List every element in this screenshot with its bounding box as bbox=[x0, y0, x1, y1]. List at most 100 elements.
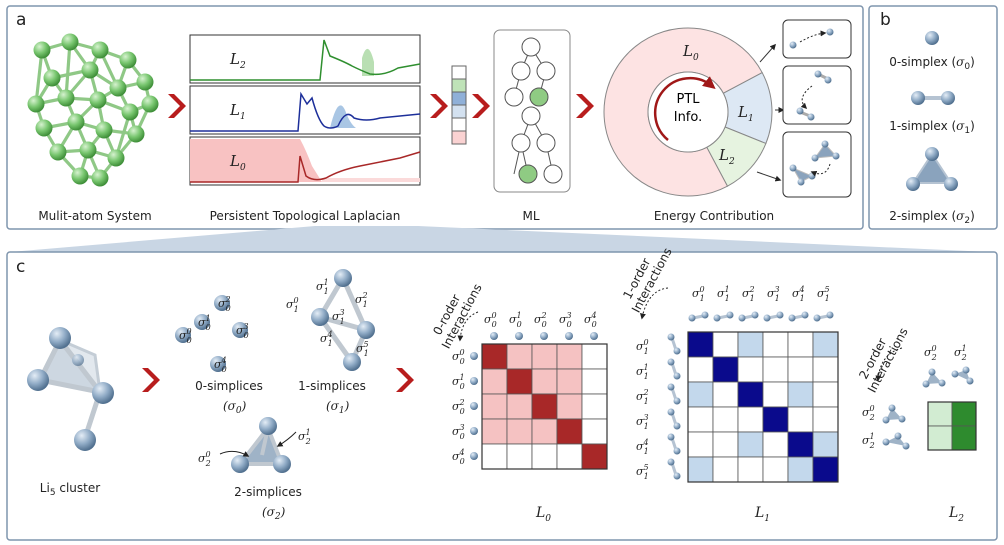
matrix-cell bbox=[581, 368, 608, 395]
matrix-cell bbox=[812, 331, 839, 358]
row-label-l2: L2 bbox=[229, 50, 246, 71]
blue-atom bbox=[210, 356, 226, 372]
panel-c-label: c bbox=[16, 257, 25, 277]
matrix-cell bbox=[687, 406, 714, 433]
matrix-cell bbox=[531, 343, 558, 370]
green-atom bbox=[33, 41, 51, 59]
l0-fill bbox=[190, 139, 322, 182]
col-atom bbox=[565, 332, 573, 340]
row-atom bbox=[673, 347, 681, 355]
matrix-cell bbox=[531, 443, 558, 470]
green-atom bbox=[67, 113, 85, 131]
green-atom bbox=[95, 121, 113, 139]
ring-label-l0: L0 bbox=[682, 42, 699, 63]
matrix-cell bbox=[531, 418, 558, 445]
row-atom bbox=[470, 352, 478, 360]
row-atom bbox=[673, 472, 681, 480]
caption-energy: Energy Contribution bbox=[654, 209, 774, 223]
panel-a-label: a bbox=[16, 10, 26, 30]
chevron-4 bbox=[576, 94, 594, 118]
li5-cluster bbox=[27, 327, 114, 451]
matrix-cell bbox=[481, 368, 508, 395]
cluster-caption: Li5 cluster bbox=[40, 481, 100, 498]
zoom-wedge bbox=[10, 226, 990, 252]
matrix-cell bbox=[506, 393, 533, 420]
blue-atom bbox=[231, 455, 249, 473]
matrix-cell bbox=[762, 381, 789, 408]
matrix-cell bbox=[737, 431, 764, 458]
green-atom bbox=[107, 149, 125, 167]
matrix-cell bbox=[762, 331, 789, 358]
green-atom bbox=[127, 125, 145, 143]
col-atom bbox=[751, 311, 759, 319]
matrix-cell bbox=[581, 443, 608, 470]
matrix-cell bbox=[581, 418, 608, 445]
matrix-cell bbox=[712, 406, 739, 433]
matrix-cell bbox=[927, 425, 953, 451]
chevron-3 bbox=[472, 94, 490, 118]
laplacian-stack bbox=[189, 34, 421, 186]
row-label-l0: L0 bbox=[229, 152, 246, 173]
matrix-cell bbox=[762, 356, 789, 383]
panel-b-label: b bbox=[880, 10, 891, 30]
row-face bbox=[886, 436, 906, 446]
row-atom bbox=[667, 333, 675, 341]
matrix-cell bbox=[927, 401, 953, 427]
col-atom bbox=[590, 332, 598, 340]
matrix-border bbox=[927, 401, 977, 451]
row-atom bbox=[894, 432, 902, 440]
callout-boxes bbox=[756, 19, 852, 198]
row-atom bbox=[898, 415, 906, 423]
blue-atom bbox=[357, 321, 375, 339]
row-atom bbox=[470, 402, 478, 410]
green-atom bbox=[57, 89, 75, 107]
matrix-cell bbox=[712, 381, 739, 408]
ring-center bbox=[647, 71, 729, 153]
col-atom bbox=[726, 311, 734, 319]
panel-c-frame bbox=[6, 251, 998, 541]
matrix-cell bbox=[687, 356, 714, 383]
blue-atom bbox=[194, 314, 210, 330]
feature-vector bbox=[451, 65, 467, 145]
matrix-cell bbox=[951, 401, 977, 427]
matrix-cell bbox=[787, 456, 814, 483]
multi-atom-system bbox=[27, 33, 159, 187]
matrix-cell bbox=[481, 343, 508, 370]
col-atom bbox=[763, 314, 771, 322]
green-atom bbox=[27, 95, 45, 113]
row-atom bbox=[882, 438, 890, 446]
energy-ring bbox=[603, 27, 773, 197]
row-atom bbox=[673, 372, 681, 380]
simplex-legend bbox=[906, 31, 958, 191]
bond bbox=[34, 49, 44, 105]
matrix-cell bbox=[812, 456, 839, 483]
matrix-cell bbox=[481, 418, 508, 445]
matrix-cell bbox=[556, 393, 583, 420]
matrix-cell bbox=[737, 331, 764, 358]
pointer bbox=[219, 450, 250, 457]
matrix-cell bbox=[506, 418, 533, 445]
green-atom bbox=[91, 169, 109, 187]
col-atom bbox=[738, 314, 746, 322]
col-atom bbox=[713, 314, 721, 322]
ptl-line1: PTL bbox=[676, 92, 700, 107]
zero-simplices-caption: 0-simplices bbox=[195, 379, 263, 393]
blue-atom bbox=[214, 295, 230, 311]
ptl-line2: Info. bbox=[674, 110, 703, 125]
